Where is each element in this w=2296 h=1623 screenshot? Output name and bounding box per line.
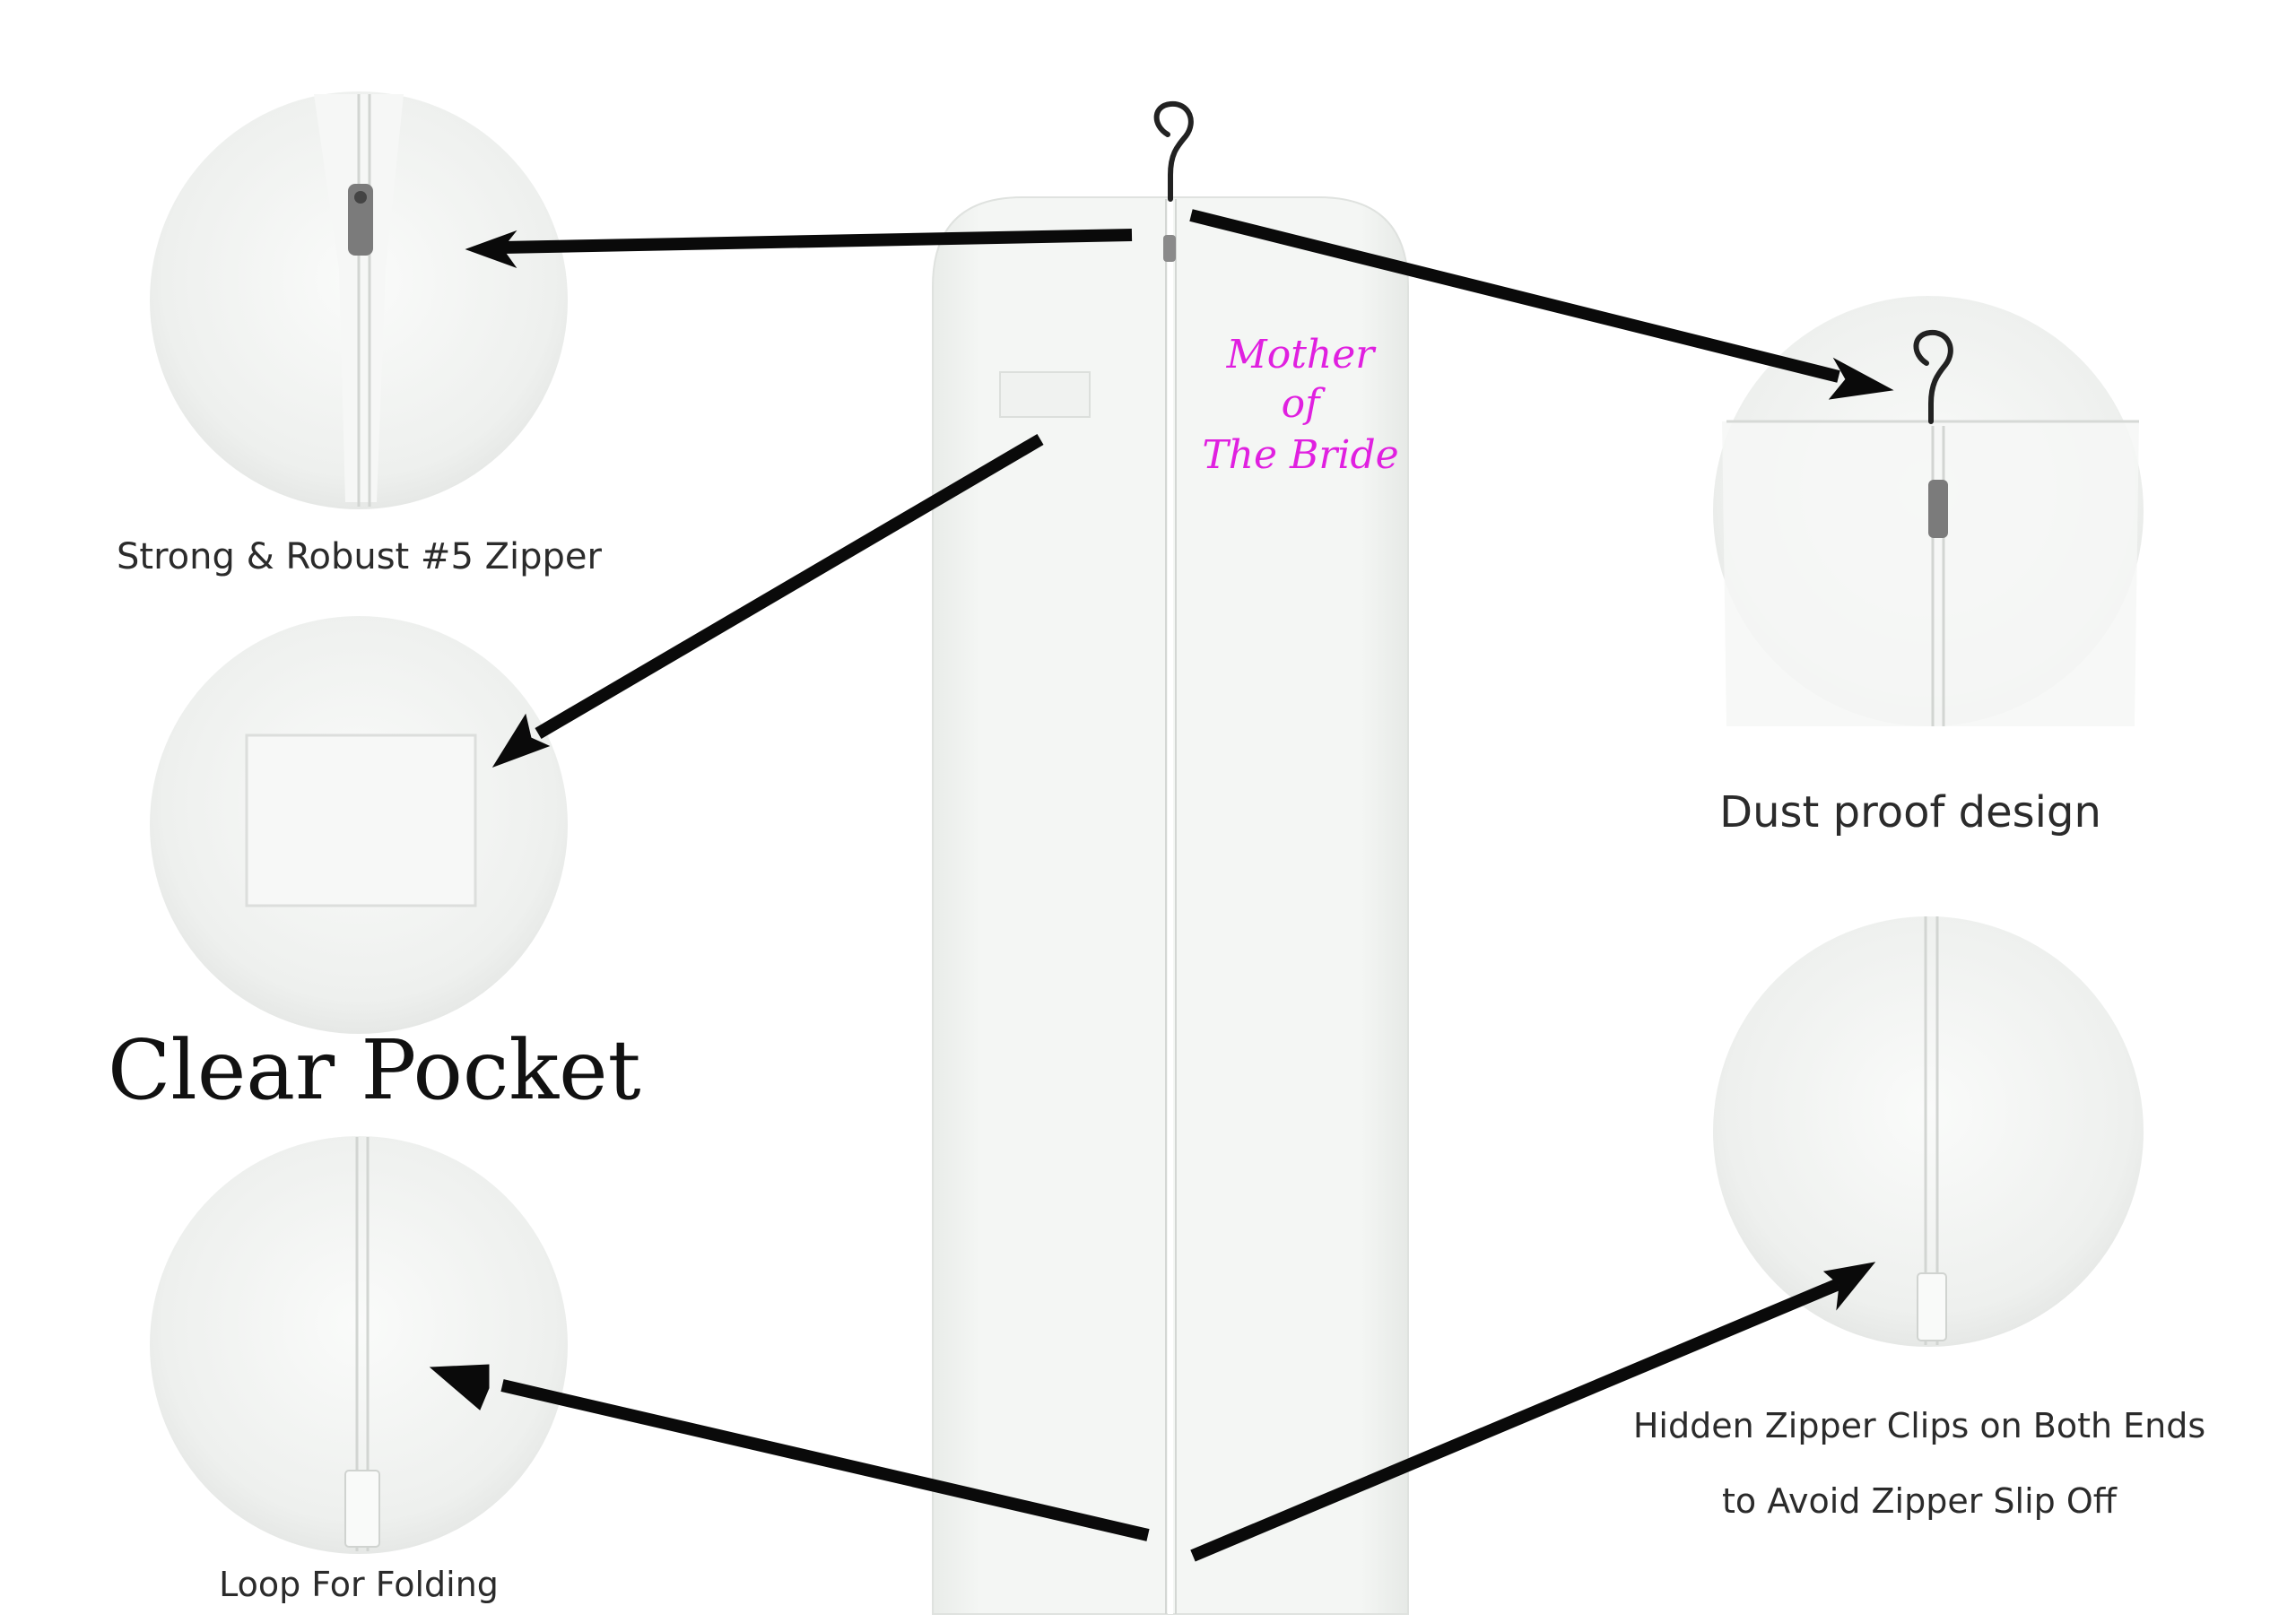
hidden-clips-detail-circle — [1713, 916, 2144, 1347]
bag-print-line-3: The Bride — [1202, 432, 1399, 478]
hanger-icon — [1153, 100, 1194, 202]
zipper-feature-label: Strong & Robust #5 Zipper — [117, 536, 602, 577]
zipper-pull-icon — [1928, 480, 1948, 538]
bag-pocket — [999, 371, 1091, 418]
pocket-detail-circle — [150, 616, 568, 1034]
arrow-icon — [429, 1364, 490, 1410]
arrow-icon — [465, 230, 517, 269]
hidden-clips-label-line-1: Hidden Zipper Clips on Both Ends — [1632, 1406, 2206, 1445]
arrow-icon — [1828, 357, 1894, 400]
bag-print-line-2: of — [1281, 381, 1320, 427]
arrows — [429, 209, 1894, 1562]
hanger-icon — [1913, 329, 1953, 424]
zipper-detail-circle — [150, 91, 568, 509]
arrow-icon — [1822, 1262, 1876, 1311]
zipper-pull-icon — [1163, 235, 1176, 262]
zipper-pull-icon — [348, 184, 373, 256]
dust-proof-detail-circle — [1713, 296, 2144, 726]
dust-proof-feature-label: Dust proof design — [1719, 787, 2101, 838]
hidden-clips-label-line-2: to Avoid Zipper Slip Off — [1722, 1481, 2117, 1521]
loop-detail-circle — [150, 1136, 568, 1554]
bag-print-line-1: Mother — [1226, 332, 1375, 378]
loop-feature-label: Loop For Folding — [219, 1565, 499, 1604]
pocket-feature-label: Clear Pocket — [108, 1022, 641, 1118]
garment-bag — [932, 100, 1409, 1615]
arrow-icon — [491, 713, 551, 768]
